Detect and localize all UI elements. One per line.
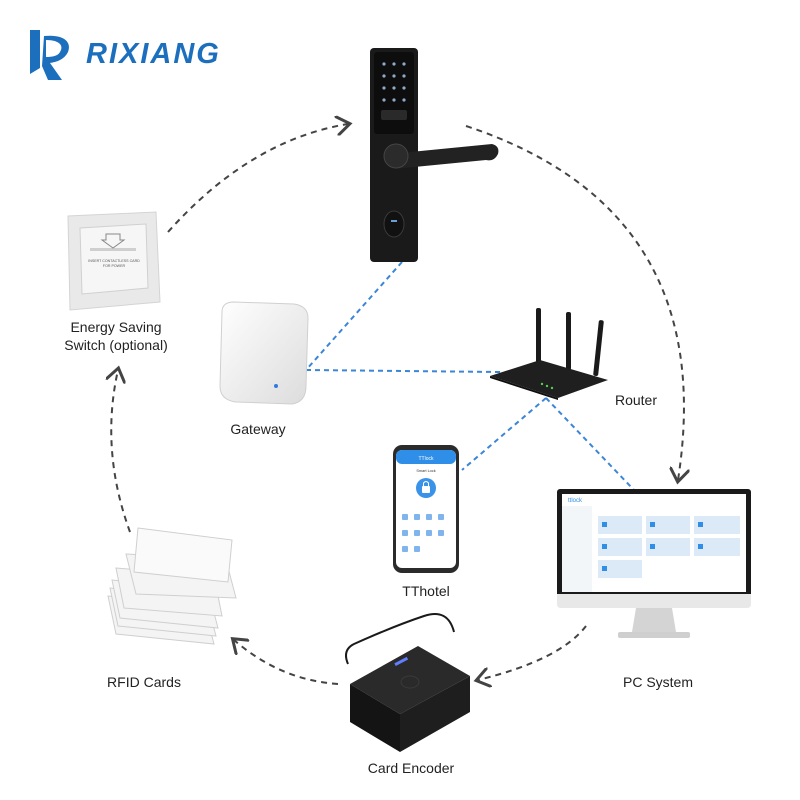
pc-monitor-icon: ttlock (557, 489, 751, 638)
smart-lock-icon (370, 48, 499, 262)
card-encoder-icon (345, 613, 470, 752)
gateway-label: Gateway (230, 421, 286, 437)
brand-name: RIXIANG (86, 38, 221, 70)
card-encoder-label: Card Encoder (367, 760, 455, 776)
flow-arrow-pc-to-encoder (478, 625, 587, 680)
svg-text:INSERT CONTACTLESS CARD: INSERT CONTACTLESS CARD (88, 259, 140, 263)
svg-text:ttlock: ttlock (568, 498, 583, 504)
svg-text:TTlock: TTlock (419, 456, 435, 462)
network-line-lock-gateway (305, 261, 403, 371)
flow-arrow-cards-to-switch (111, 370, 131, 533)
svg-text:FOR POWER: FOR POWER (103, 264, 126, 268)
gateway-icon (219, 301, 309, 405)
router-icon (490, 308, 608, 400)
network-line-router-phone (461, 397, 547, 471)
phone-icon: TTlock Smart Lock (393, 445, 459, 573)
router-label: Router (614, 392, 658, 408)
svg-text:Smart Lock: Smart Lock (416, 469, 435, 473)
network-line-gateway-router (305, 369, 501, 373)
flow-arrow-encoder-to-cards (234, 640, 339, 685)
flow-arrow-lock-to-pc (465, 125, 684, 480)
rfid-label: RFID Cards (107, 674, 181, 690)
phone-label: TThotel (402, 583, 450, 599)
pc-label: PC System (622, 674, 693, 690)
network-line-router-pc (545, 397, 635, 491)
energy-switch-label: Energy Saving Switch (optional) (64, 319, 168, 353)
brand-logo-icon (30, 30, 69, 80)
flow-arrow-switch-to-lock (167, 124, 348, 233)
rfid-cards-icon (107, 527, 237, 645)
energy-switch-icon: INSERT CONTACTLESS CARD FOR POWER (67, 211, 161, 311)
